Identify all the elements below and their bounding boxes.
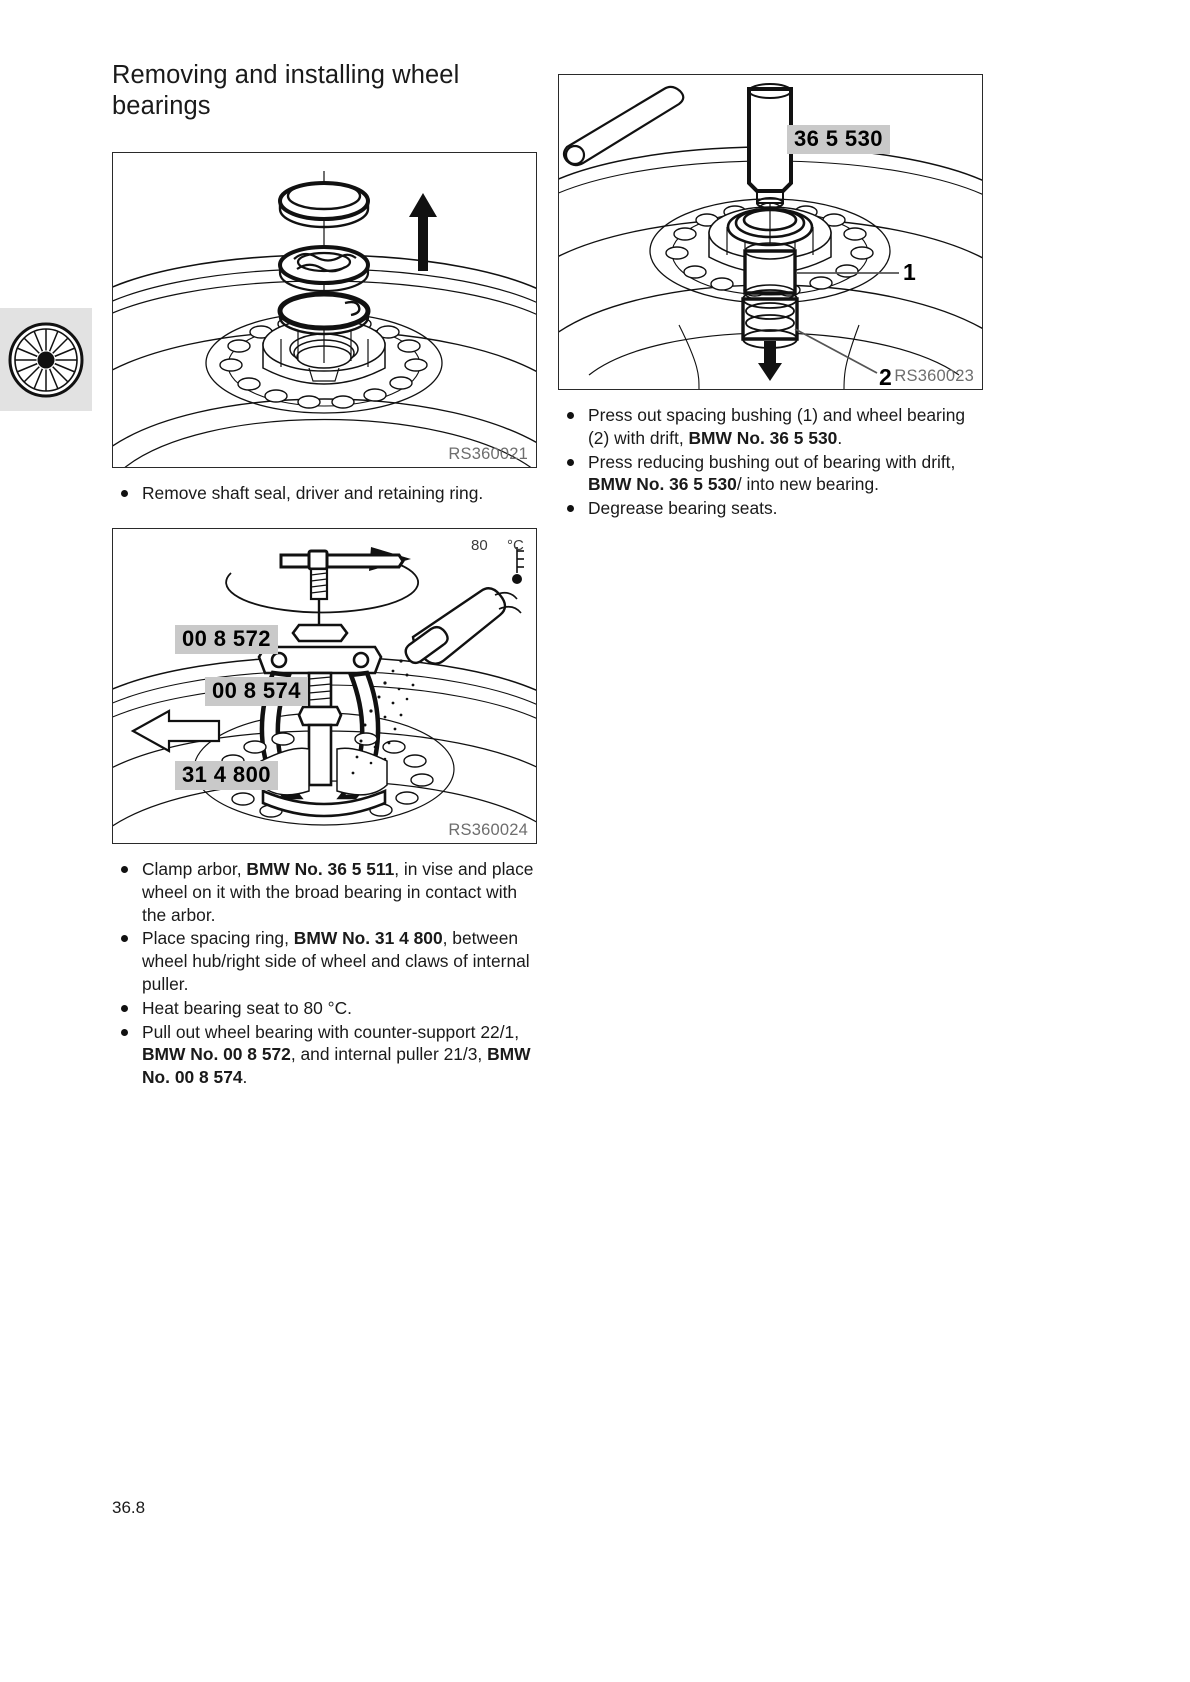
instruction-list-1: Remove shaft seal, driver and retaining … <box>112 482 542 506</box>
figure-press-out-bushing: 36 5 530 1 2 RS360023 <box>558 74 983 390</box>
page-title: Removing and installing wheel bearings <box>112 61 460 120</box>
callout-1: 1 <box>903 259 916 285</box>
up-arrow-icon <box>409 193 437 271</box>
instruction-list-2: Press out spacing bushing (1) and wheel … <box>558 404 990 521</box>
page-number: 36.8 <box>112 1498 146 1517</box>
list-item: Press reducing bushing out of bearing wi… <box>558 451 990 497</box>
tool-number-31-4-800: 31 4 800 <box>175 761 278 791</box>
down-arrow-icon <box>758 341 782 381</box>
callout-2: 2 <box>879 364 892 390</box>
figure-id-2: RS360023 <box>894 367 974 385</box>
list-item: Clamp arbor, BMW No. 36 5 511, in vise a… <box>112 858 544 926</box>
list-item: Press out spacing bushing (1) and wheel … <box>558 404 990 450</box>
left-arrow-icon <box>130 709 221 753</box>
list-item: Place spacing ring, BMW No. 31 4 800, be… <box>112 927 544 995</box>
figure-shaft-seal-exploded: RS360021 <box>112 152 537 468</box>
list-item: Remove shaft seal, driver and retaining … <box>112 482 542 505</box>
figure-internal-puller-setup: 80 °C 00 8 572 00 8 574 31 4 800 RS36002… <box>112 528 537 844</box>
tool-number-00-8-574: 00 8 574 <box>205 677 308 707</box>
list-item: Pull out wheel bearing with counter-supp… <box>112 1021 544 1089</box>
figure-id-1: RS360021 <box>448 445 528 463</box>
list-item: Heat bearing seat to 80 °C. <box>112 997 544 1020</box>
temperature-value: 80 <box>471 537 488 554</box>
list-item: Degrease bearing seats. <box>558 497 990 520</box>
temperature-unit: °C <box>507 537 524 554</box>
tool-number-00-8-572: 00 8 572 <box>175 625 278 655</box>
tool-number-36-5-530: 36 5 530 <box>787 125 890 155</box>
instruction-list-3: Clamp arbor, BMW No. 36 5 511, in vise a… <box>112 858 544 1090</box>
figure-id-3: RS360024 <box>448 821 528 839</box>
spoked-wheel-icon <box>8 322 84 398</box>
page-edge-tab <box>0 308 92 411</box>
